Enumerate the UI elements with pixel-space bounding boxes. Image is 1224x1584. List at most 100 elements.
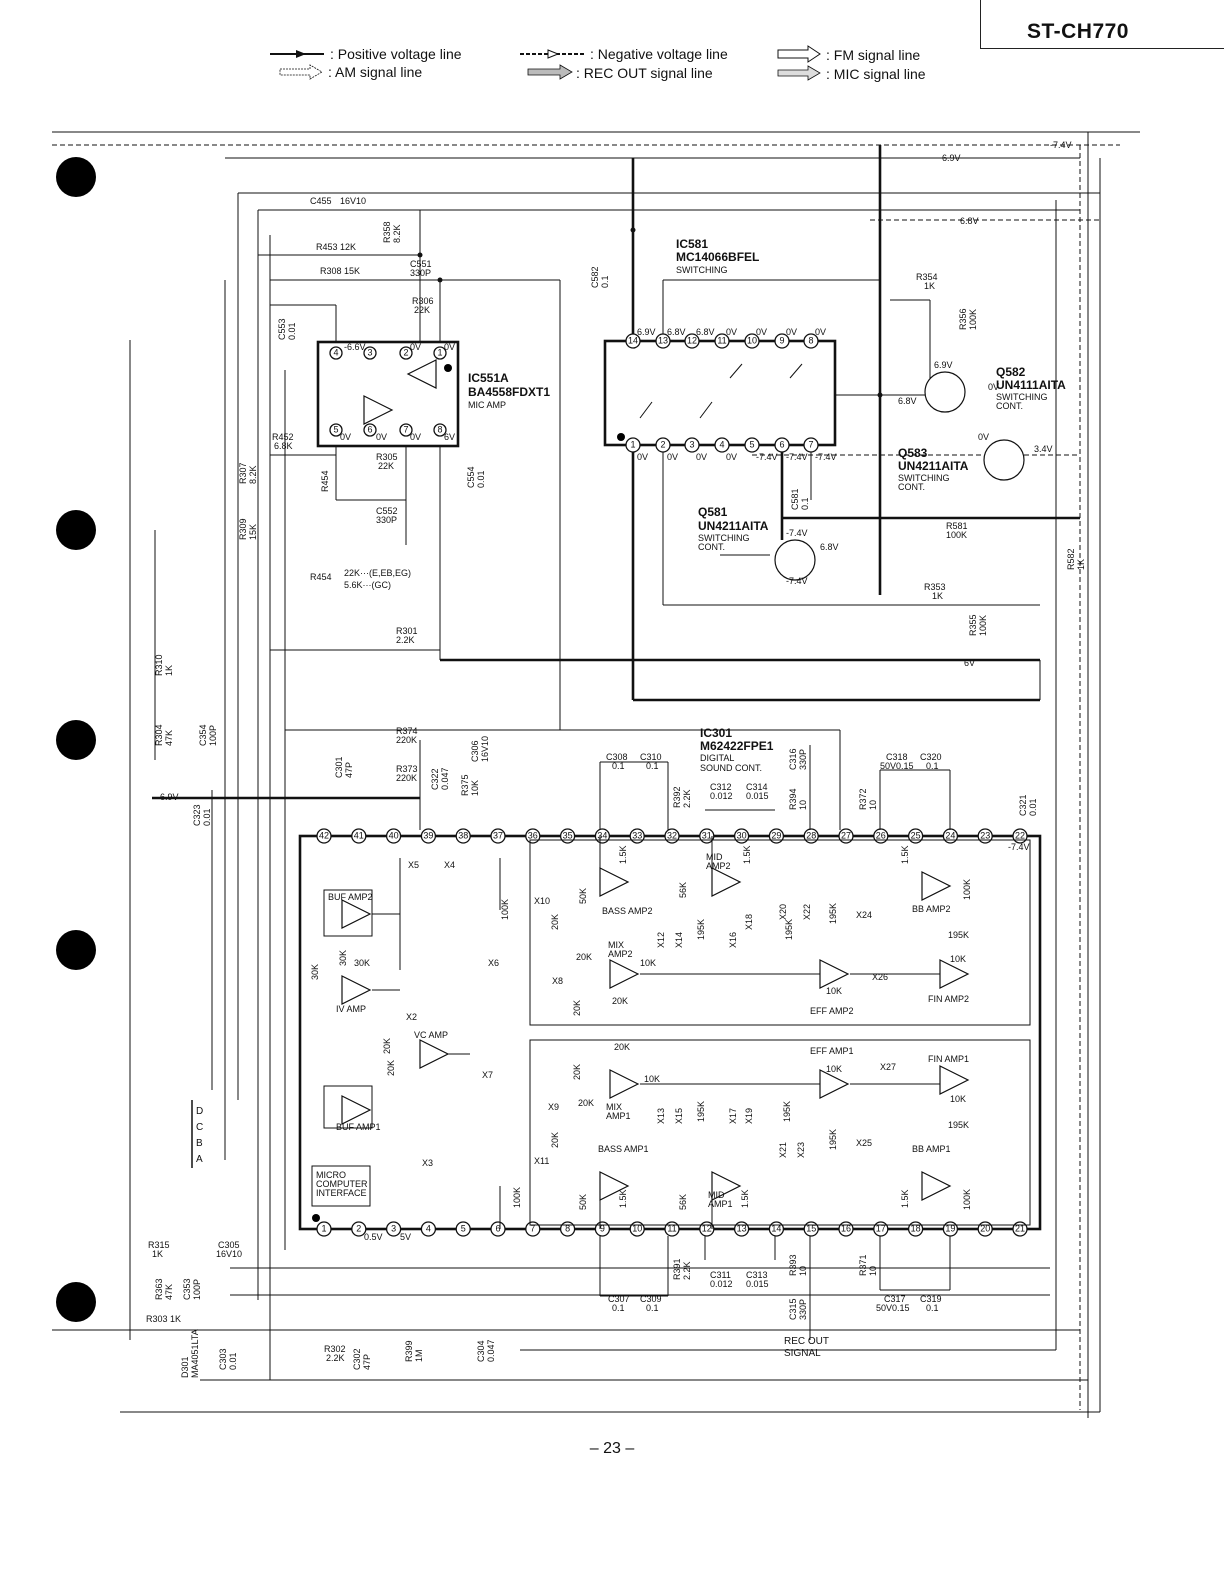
label-r394: R394 bbox=[788, 788, 798, 810]
voltage-neg74-top: -7.4V bbox=[1050, 140, 1072, 150]
ic581-pins: 14 13 12 11 10 9 8 1 2 3 4 5 6 7 bbox=[625, 333, 819, 453]
label-r301v: 2.2K bbox=[396, 635, 415, 645]
label-c581: C581 bbox=[790, 488, 800, 510]
ic301-pin-number: 25 bbox=[911, 830, 921, 840]
label-50k-b: 50K bbox=[578, 1194, 588, 1210]
switch-x16: X16 bbox=[728, 932, 738, 948]
ic301-func1: DIGITAL bbox=[700, 753, 734, 763]
ic301-pin-number: 34 bbox=[597, 830, 607, 840]
ic301-pin-number: 28 bbox=[806, 830, 816, 840]
label-c455: C455 bbox=[310, 196, 332, 206]
q583-symbol bbox=[983, 439, 1025, 481]
ic301-pin-number: 39 bbox=[423, 830, 433, 840]
ch1-block-frame bbox=[529, 1039, 1031, 1226]
ic301-pin bbox=[455, 828, 471, 844]
switch-x2: X2 bbox=[406, 1012, 417, 1022]
label-r301: R301 bbox=[396, 626, 418, 636]
label-d301v: MA4051LTA bbox=[190, 1329, 200, 1378]
label-fin-amp1: FIN AMP1 bbox=[928, 1054, 969, 1064]
label-mix-amp2-b: AMP2 bbox=[608, 949, 633, 959]
voltage-ic551-p8: 6V bbox=[444, 432, 455, 442]
ic301-pin-number: 18 bbox=[911, 1223, 921, 1233]
label-20k-c: 20K bbox=[576, 952, 592, 962]
ic581-top-voltage: 6.8V bbox=[667, 327, 686, 337]
switch-x6: X6 bbox=[488, 958, 499, 968]
q582-ref: Q582 bbox=[996, 365, 1026, 379]
voltage-q582-base: 6.8V bbox=[898, 396, 917, 406]
label-20k-j: 20K bbox=[550, 1132, 560, 1148]
label-c301v: 47P bbox=[344, 762, 354, 778]
voltage-q583-base: 0V bbox=[978, 432, 989, 442]
label-10k-a: 10K bbox=[640, 958, 656, 968]
ic581-bottom-voltage: 0V bbox=[667, 452, 678, 462]
label-r355v: 100K bbox=[978, 615, 988, 636]
label-r306v: 22K bbox=[414, 305, 430, 315]
svg-text:9: 9 bbox=[779, 335, 784, 345]
q581-symbol bbox=[774, 539, 816, 581]
voltage-6v-line: 6V bbox=[964, 658, 975, 668]
legend-recout: : REC OUT signal line bbox=[576, 65, 713, 81]
ic301-pin-number: 11 bbox=[667, 1223, 676, 1233]
label-c320: C320 bbox=[920, 752, 942, 762]
switch-x5: X5 bbox=[408, 860, 419, 870]
svg-text:10: 10 bbox=[747, 335, 757, 345]
label-c301: C301 bbox=[334, 756, 344, 778]
svg-text:8: 8 bbox=[808, 335, 813, 345]
binder-hole-icon bbox=[56, 510, 96, 550]
connector-b: B bbox=[196, 1138, 203, 1149]
switch-x24: X24 bbox=[856, 910, 872, 920]
binder-hole-icon bbox=[56, 1282, 96, 1322]
ic301-pin bbox=[351, 1221, 367, 1237]
label-r358: R358 bbox=[382, 221, 392, 243]
label-195k-g: 195K bbox=[828, 1129, 838, 1150]
switch-x7: X7 bbox=[482, 1070, 493, 1080]
label-c313: C313 bbox=[746, 1270, 768, 1280]
switch-labels: X2X3X4X5X6X7X8X9X10X11X12X13X14X15X16X17… bbox=[406, 860, 896, 1168]
legend-positive: : Positive voltage line bbox=[330, 46, 462, 62]
label-50k-a: 50K bbox=[578, 888, 588, 904]
ic301-pin-number: 17 bbox=[876, 1223, 886, 1233]
label-r355: R355 bbox=[968, 614, 978, 636]
ic581-bottom-voltage: -7.4V bbox=[756, 452, 778, 462]
label-c455v: 16V10 bbox=[340, 196, 366, 206]
binder-hole-icon bbox=[56, 157, 96, 197]
q583-ref: Q583 bbox=[898, 446, 928, 460]
connector-a: A bbox=[196, 1154, 203, 1165]
switch-x26: X26 bbox=[872, 972, 888, 982]
legend-negative: : Negative voltage line bbox=[590, 46, 728, 62]
label-c353: C353 bbox=[182, 1278, 192, 1300]
voltage-neg66: -6.6V bbox=[344, 342, 366, 352]
ic581-bottom-voltage: -7.4V bbox=[786, 452, 808, 462]
label-r373: R373 bbox=[396, 764, 418, 774]
switch-x13: X13 bbox=[656, 1108, 666, 1124]
label-c309: C309 bbox=[640, 1294, 662, 1304]
label-r374: R374 bbox=[396, 726, 418, 736]
label-c306: C306 bbox=[470, 740, 480, 762]
ic581-switches bbox=[639, 363, 803, 419]
label-c582v: 0.1 bbox=[600, 275, 610, 288]
label-20k-d: 20K bbox=[612, 996, 628, 1006]
ic301-pin-number: 12 bbox=[702, 1223, 712, 1233]
label-r581: R581 bbox=[946, 521, 968, 531]
label-bb-amp2: BB AMP2 bbox=[912, 904, 951, 914]
label-r372v: 10 bbox=[868, 800, 878, 810]
label-c551v: 330P bbox=[410, 268, 431, 278]
label-c302: C302 bbox=[352, 1348, 362, 1370]
label-c307v: 0.1 bbox=[612, 1303, 625, 1313]
ic301-pin bbox=[385, 828, 402, 844]
ic551-func: MIC AMP bbox=[468, 400, 506, 410]
label-56k-b: 56K bbox=[678, 1194, 688, 1210]
q581-part: UN4211AITA bbox=[698, 519, 769, 533]
label-r375: R375 bbox=[460, 774, 470, 796]
voltage-ic301-p2: 0.5V bbox=[364, 1232, 383, 1242]
label-1k5-f: 1.5K bbox=[900, 1189, 910, 1208]
ic301-pin-number: 24 bbox=[945, 830, 955, 840]
ic301-pin-number: 7 bbox=[530, 1223, 535, 1233]
ic551-body bbox=[316, 340, 460, 448]
switch-x19: X19 bbox=[744, 1108, 754, 1124]
ic301-pin-number: 32 bbox=[667, 830, 677, 840]
voltage-ic301-p3: 5V bbox=[400, 1232, 411, 1242]
legend-mic: : MIC signal line bbox=[826, 66, 926, 82]
label-1k5-d: 1.5K bbox=[618, 1189, 628, 1208]
ic581-top-voltage: 0V bbox=[786, 327, 797, 337]
